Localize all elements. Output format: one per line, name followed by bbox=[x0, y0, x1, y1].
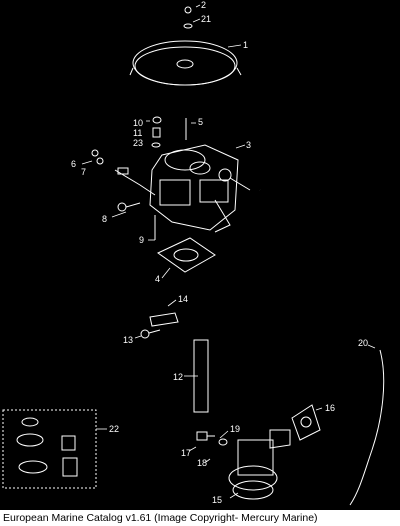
callout-3: 3 bbox=[246, 140, 251, 150]
callout-21: 21 bbox=[201, 14, 211, 24]
callout-22: 22 bbox=[109, 424, 119, 434]
callout-2: 2 bbox=[201, 0, 206, 10]
callout-labels: 1 2 3 4 5 6 7 8 9 10 11 12 13 14 15 16 1… bbox=[71, 0, 368, 505]
callout-16: 16 bbox=[325, 403, 335, 413]
filter-kit bbox=[2, 409, 97, 489]
callout-7: 7 bbox=[81, 167, 86, 177]
fuel-pump bbox=[228, 429, 291, 500]
callout-15: 15 bbox=[212, 495, 222, 505]
callout-19: 19 bbox=[230, 424, 240, 434]
callout-8: 8 bbox=[102, 214, 107, 224]
air-cleaner-cover bbox=[129, 40, 242, 86]
carburetor-assembly bbox=[149, 144, 251, 233]
copyright-caption: European Marine Catalog v1.61 (Image Cop… bbox=[0, 510, 400, 526]
pump-gasket bbox=[291, 404, 321, 441]
callout-1: 1 bbox=[243, 40, 248, 50]
callout-20: 20 bbox=[358, 338, 368, 348]
callout-6: 6 bbox=[71, 159, 76, 169]
callout-10: 10 bbox=[133, 118, 143, 128]
stud-hardware bbox=[151, 116, 162, 148]
callout-9: 9 bbox=[139, 235, 144, 245]
callout-23: 23 bbox=[133, 138, 143, 148]
leader-lines bbox=[81, 4, 376, 499]
callout-11: 11 bbox=[133, 128, 142, 138]
fuel-fittings bbox=[196, 431, 228, 446]
screw-part-13 bbox=[140, 329, 161, 339]
fuel-line bbox=[193, 188, 303, 413]
callout-13: 13 bbox=[123, 335, 133, 345]
screw-part-8 bbox=[117, 202, 141, 212]
gasket bbox=[157, 237, 216, 273]
callout-4: 4 bbox=[155, 274, 160, 284]
callout-18: 18 bbox=[197, 458, 207, 468]
clamp bbox=[149, 312, 179, 327]
callout-5: 5 bbox=[198, 117, 203, 127]
screw-and-wire bbox=[91, 149, 156, 196]
hose bbox=[349, 349, 385, 506]
nut-part bbox=[183, 6, 193, 29]
callout-12: 12 bbox=[173, 372, 183, 382]
exploded-parts-diagram: 1 2 3 4 5 6 7 8 9 10 11 12 13 14 15 16 1… bbox=[2, 0, 385, 506]
callout-17: 17 bbox=[181, 448, 191, 458]
callout-14: 14 bbox=[178, 294, 188, 304]
